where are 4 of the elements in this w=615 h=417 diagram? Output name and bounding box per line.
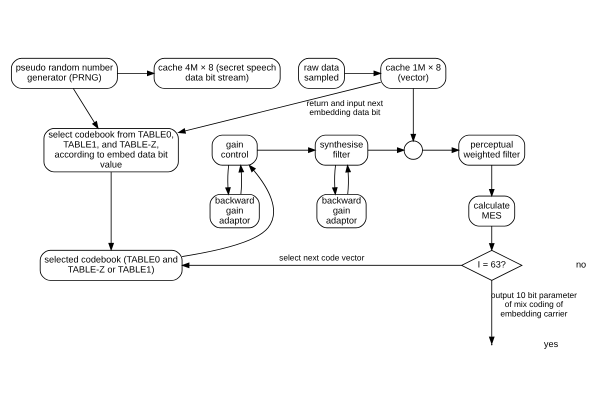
label: yes <box>544 338 558 348</box>
edge-label: select next code vector <box>279 252 364 262</box>
label: no <box>576 259 586 270</box>
edge-label: return and input next embedding data bit <box>306 97 384 117</box>
